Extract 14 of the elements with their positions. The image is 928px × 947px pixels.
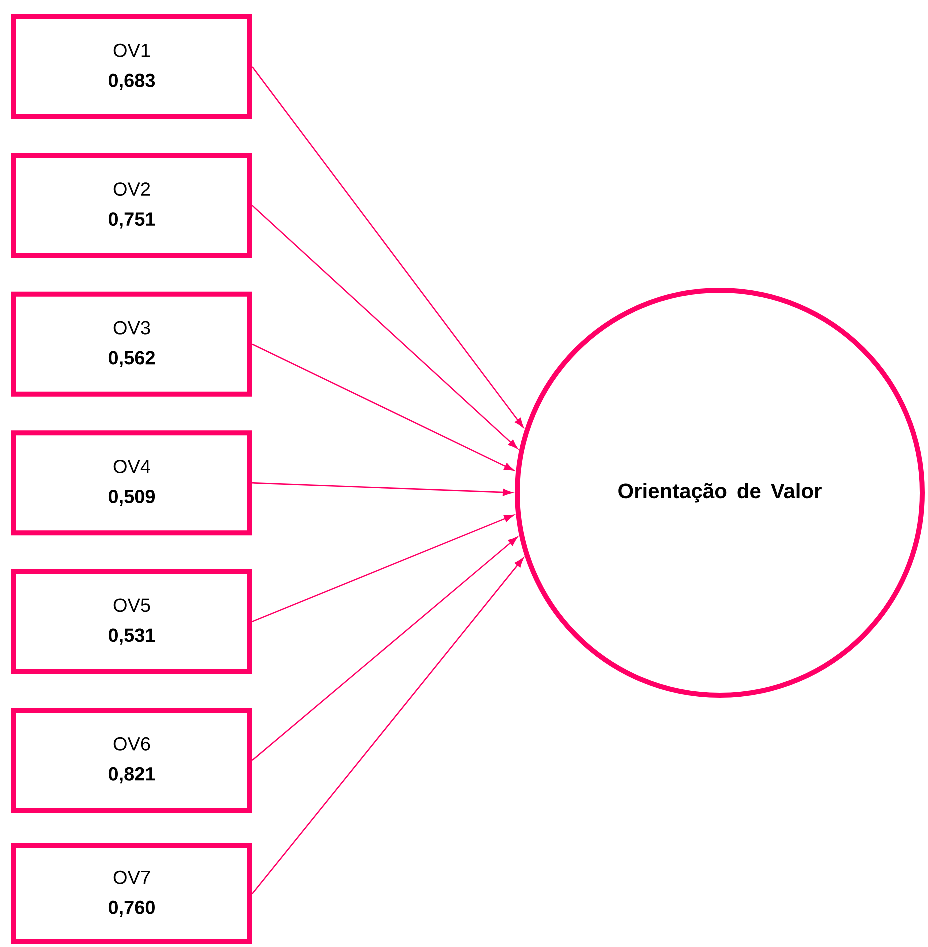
indicator-box: OV2 0,751 bbox=[12, 153, 252, 258]
arrow bbox=[252, 536, 518, 761]
arrow bbox=[252, 558, 524, 894]
indicator-box: OV1 0,683 bbox=[12, 14, 252, 120]
indicator-box: OV5 0,531 bbox=[12, 569, 252, 674]
arrow bbox=[252, 482, 513, 496]
indicator-box: OV4 0,509 bbox=[12, 430, 252, 536]
indicator-box: OV6 0,821 bbox=[12, 708, 252, 813]
arrow bbox=[252, 205, 518, 450]
indicator-box: OV7 0,760 bbox=[12, 844, 252, 944]
arrow bbox=[252, 344, 514, 471]
arrow bbox=[252, 66, 524, 428]
indicator-box: OV3 0,562 bbox=[12, 292, 252, 397]
arrow bbox=[252, 514, 514, 622]
